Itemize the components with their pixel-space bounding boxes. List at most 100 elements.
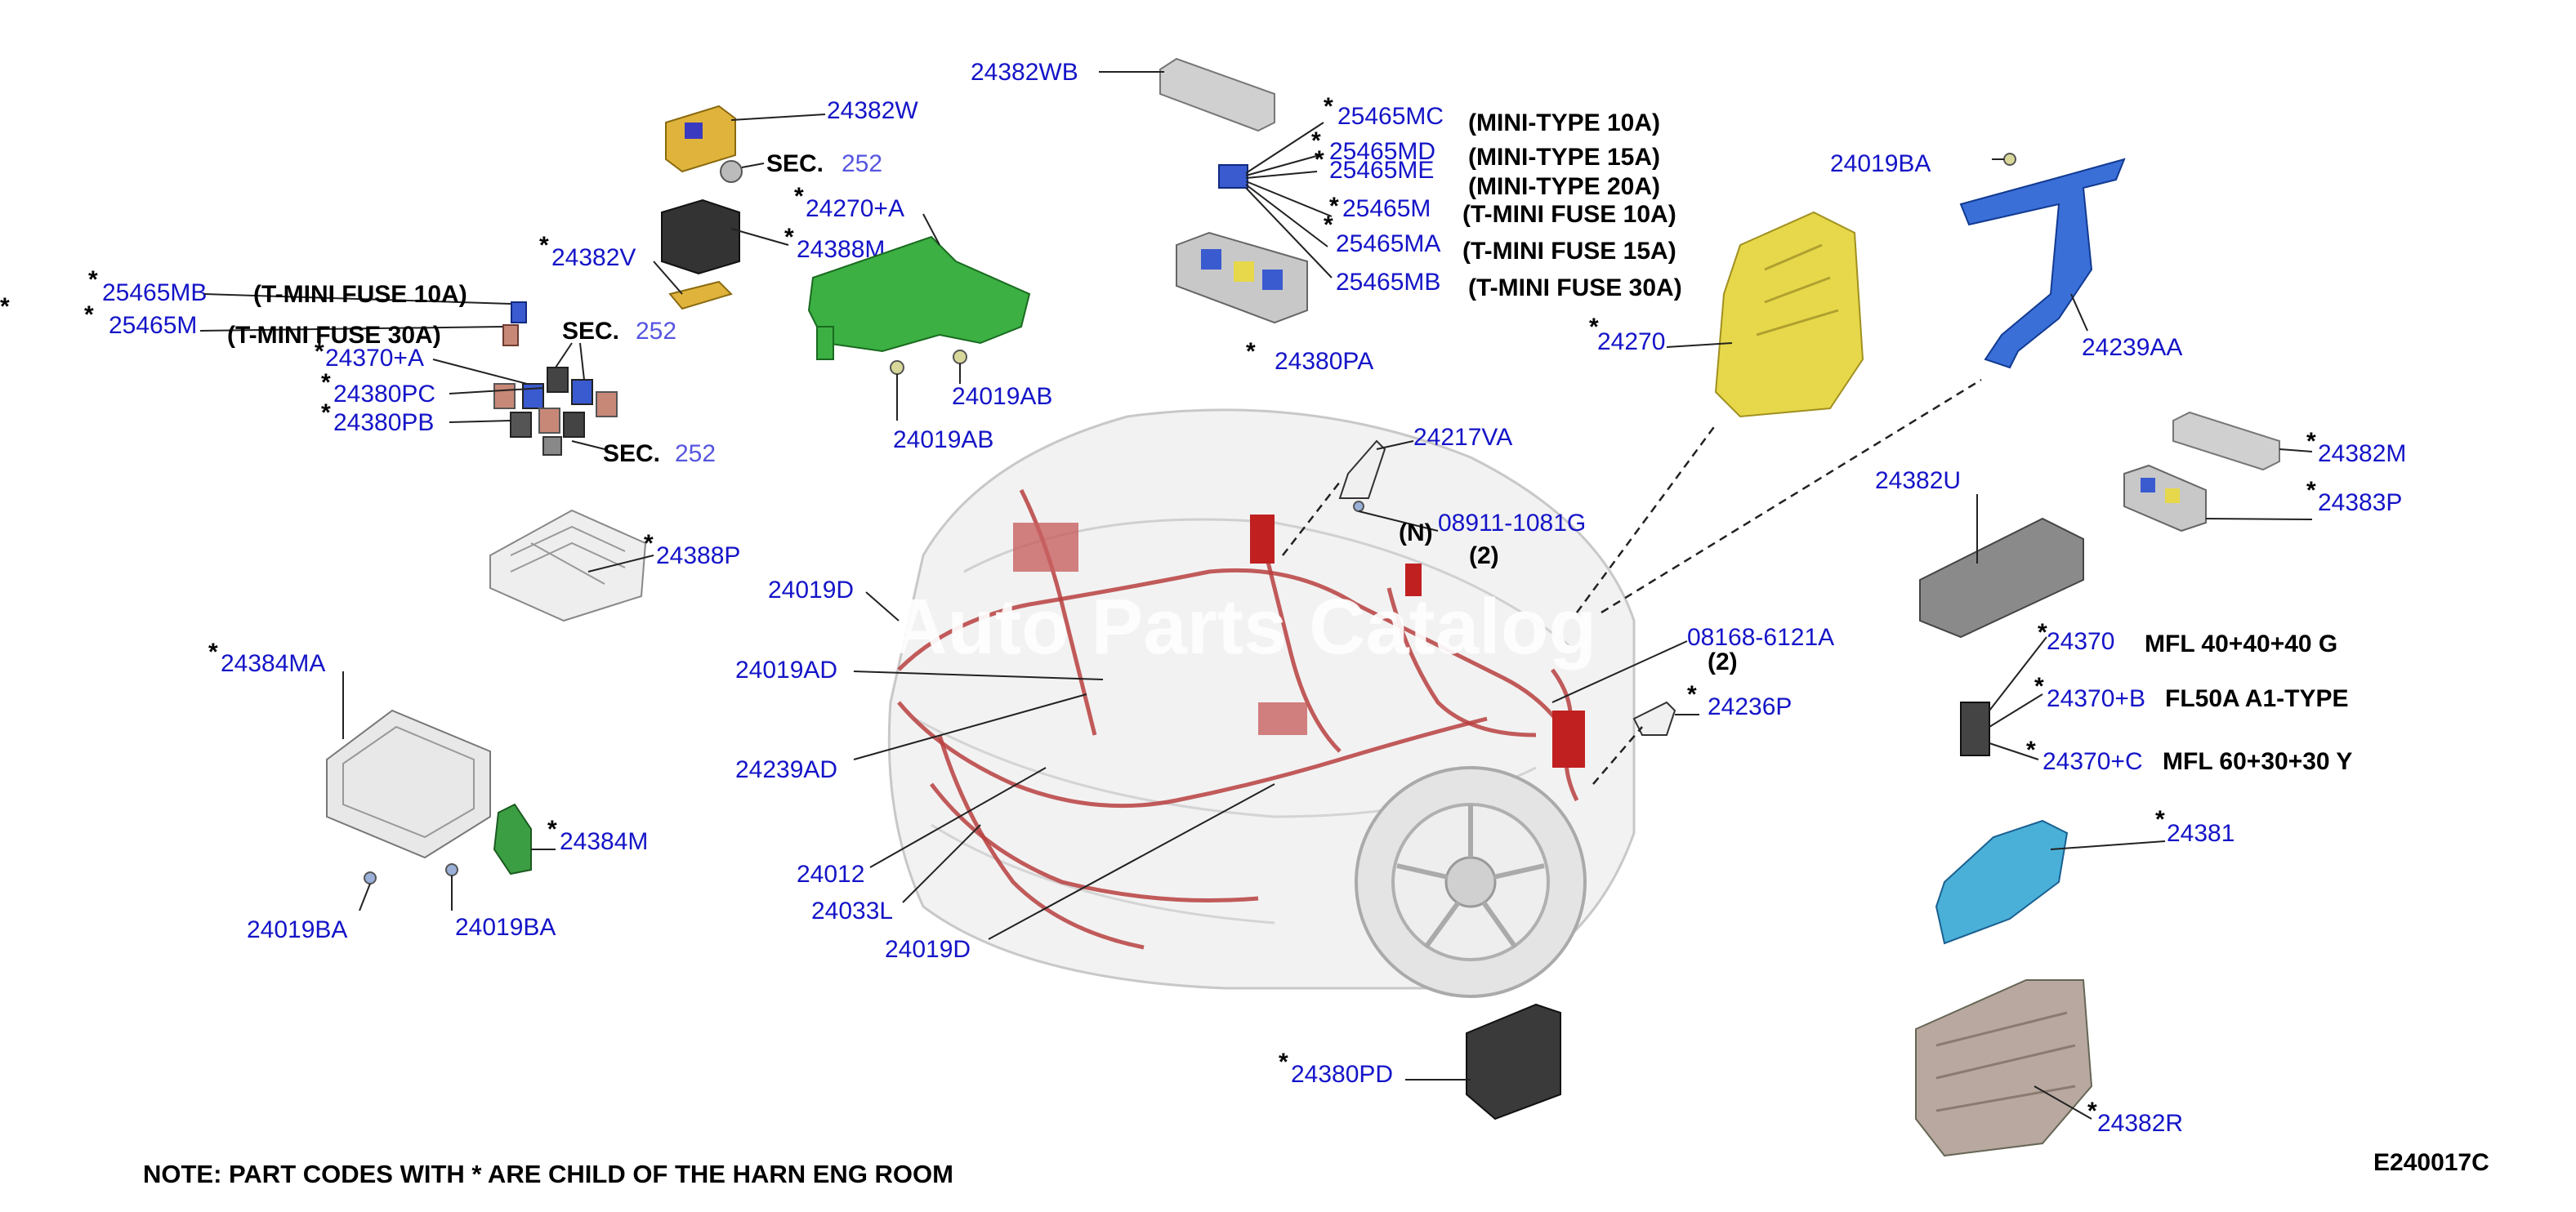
label-24270: 24270: [1597, 328, 1665, 355]
label-24384MA: 24384MA: [221, 650, 325, 677]
housing-24384ma: [326, 709, 491, 859]
label-24382U: 24382U: [1875, 467, 1961, 494]
fuse-block-24380pa: [1176, 231, 1308, 324]
desc-24370: MFL 40+40+40 G: [2145, 631, 2337, 657]
desc-24370B: FL50A A1-TYPE: [2165, 685, 2349, 712]
svg-text:*: *: [2155, 806, 2165, 833]
svg-text:*: *: [84, 301, 94, 328]
desc-25465M-left: (T-MINI FUSE 30A): [227, 322, 441, 349]
label-24019D-top: 24019D: [768, 577, 854, 604]
label-24382W: 24382W: [827, 97, 918, 124]
qty-2b: (2): [1708, 648, 1738, 675]
label-24270A: 24270+A: [806, 195, 904, 222]
label-sec-3: SEC.: [603, 440, 660, 467]
relay-24382wb: [1159, 57, 1275, 132]
label-24380PD: 24380PD: [1291, 1061, 1393, 1088]
svg-text:*: *: [547, 816, 557, 843]
desc-25465ME: (MINI-TYPE 20A): [1468, 173, 1660, 200]
desc-25465M-right: (T-MINI FUSE 10A): [1462, 201, 1676, 228]
relay-24382w: [665, 105, 736, 173]
qty-n: (N): [1399, 519, 1433, 546]
label-24382M: 24382M: [2318, 440, 2406, 467]
svg-text:*: *: [2306, 477, 2316, 504]
label-24380PB: 24380PB: [333, 409, 434, 436]
label-24019D-bottom: 24019D: [885, 936, 971, 963]
module-24382u: [1919, 517, 2084, 639]
label-sec-1-number: 252: [842, 150, 882, 177]
label-24217VA: 24217VA: [1413, 424, 1512, 451]
label-24388P: 24388P: [656, 542, 740, 569]
svg-text:*: *: [1315, 146, 1324, 173]
label-24384M: 24384M: [560, 828, 648, 855]
label-sec-2: SEC.: [562, 318, 619, 345]
label-25465MB-left: 25465MB: [102, 279, 207, 306]
label-25465MA: 25465MA: [1336, 230, 1440, 257]
svg-text:*: *: [208, 639, 218, 666]
label-24370A: 24370+A: [325, 345, 424, 372]
svg-text:*: *: [539, 232, 549, 259]
svg-text:*: *: [1687, 681, 1697, 708]
svg-text:*: *: [784, 224, 794, 251]
desc-25465MB-right: (T-MINI FUSE 30A): [1468, 274, 1682, 301]
watermark: Auto Parts Catalog: [891, 583, 1596, 671]
engine-room-harness: [897, 488, 1585, 950]
label-24012: 24012: [797, 861, 864, 888]
svg-text:*: *: [1246, 338, 1256, 365]
footnote: NOTE: PART CODES WITH * ARE CHILD OF THE…: [143, 1160, 953, 1188]
svg-text:*: *: [1324, 93, 1333, 120]
svg-text:*: *: [1279, 1049, 1288, 1076]
svg-text:*: *: [88, 266, 98, 293]
label-24380PA: 24380PA: [1275, 348, 1373, 375]
desc-24370C: MFL 60+30+30 Y: [2163, 748, 2352, 775]
module-24380pd: [1466, 1003, 1561, 1121]
label-24033L: 24033L: [811, 898, 893, 925]
relay-cluster: [493, 367, 618, 456]
svg-text:*: *: [644, 530, 654, 557]
svg-text:*: *: [2087, 1098, 2097, 1125]
bracket-24239aa: [1959, 158, 2126, 369]
figure-code: E240017C: [2373, 1149, 2489, 1176]
label-25465MD: 25465MD: [1329, 138, 1435, 165]
label-24019AD: 24019AD: [735, 657, 837, 684]
label-25465MB-right: 25465MB: [1336, 269, 1440, 296]
label-25465MC: 25465MC: [1337, 103, 1444, 130]
label-24382WB: 24382WB: [971, 59, 1078, 86]
svg-text:*: *: [321, 369, 331, 396]
qty-2a: (2): [1469, 542, 1499, 569]
label-25465M-left: 25465M: [109, 312, 197, 339]
label-24382R: 24382R: [2097, 1110, 2183, 1137]
label-08168-6121A: 08168-6121A: [1687, 624, 1834, 651]
label-24380PC: 24380PC: [333, 381, 435, 408]
fuse-box-24270: [1714, 211, 1864, 418]
label-24019BA-left-2: 24019BA: [455, 914, 556, 941]
svg-text:*: *: [1329, 193, 1339, 220]
svg-text:*: *: [2026, 737, 2036, 764]
label-24381: 24381: [2167, 820, 2234, 847]
svg-text:*: *: [2306, 428, 2316, 455]
label-24239AD: 24239AD: [735, 756, 837, 783]
bracket-24217va: [1338, 439, 1386, 499]
label-24383P: 24383P: [2318, 489, 2402, 516]
bracket-24270a: [807, 235, 1031, 360]
label-sec-2-number: 252: [636, 318, 676, 345]
label-24019BA-right: 24019BA: [1830, 150, 1931, 177]
box-24382r: [1915, 979, 2093, 1157]
label-24370C: 24370+C: [2042, 748, 2143, 775]
label-25465M-right: 25465M: [1342, 195, 1431, 222]
svg-text:*: *: [1311, 127, 1321, 154]
desc-25465MA: (T-MINI FUSE 15A): [1462, 238, 1676, 265]
svg-text:*: *: [1589, 314, 1599, 341]
svg-text:*: *: [0, 293, 10, 320]
svg-text:*: *: [794, 183, 804, 210]
label-sec-1: SEC.: [766, 150, 824, 177]
svg-text:*: *: [2034, 673, 2044, 700]
desc-25465MB-left: (T-MINI FUSE 10A): [253, 281, 467, 308]
desc-25465MC: (MINI-TYPE 10A): [1468, 109, 1660, 136]
label-24019AB-1: 24019AB: [952, 383, 1052, 410]
label-sec-3-number: 252: [675, 440, 716, 467]
vehicle-illustration: [887, 408, 1636, 998]
cover-24381: [1935, 819, 2069, 945]
label-24370B: 24370+B: [2047, 685, 2145, 712]
label-24239AA: 24239AA: [2082, 334, 2182, 361]
